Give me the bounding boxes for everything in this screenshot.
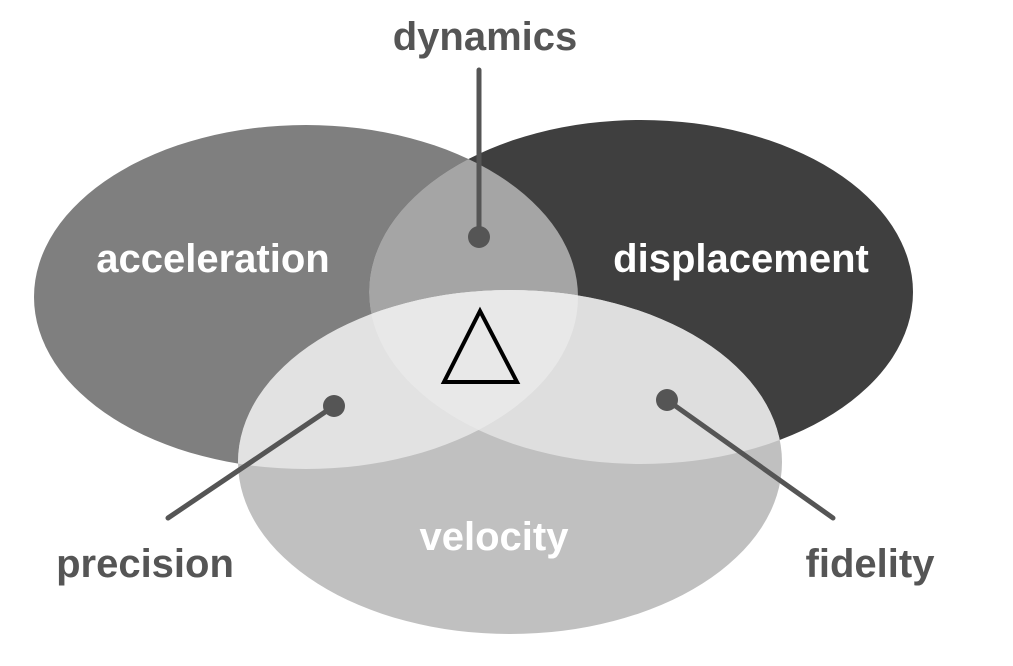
acceleration-label: acceleration <box>96 237 329 281</box>
dynamics-label: dynamics <box>393 15 578 59</box>
displacement-label: displacement <box>613 237 869 281</box>
fidelity-leader-dot <box>656 389 678 411</box>
fidelity-leader-line <box>664 397 836 521</box>
delta-symbol <box>440 306 521 384</box>
velocity-label: velocity <box>420 515 570 559</box>
precision-leader-line <box>165 403 337 521</box>
precision-leader-dot <box>323 395 345 417</box>
dynamics-leader-dot <box>468 226 490 248</box>
precision-label: precision <box>56 542 234 586</box>
fidelity-label: fidelity <box>806 542 936 586</box>
